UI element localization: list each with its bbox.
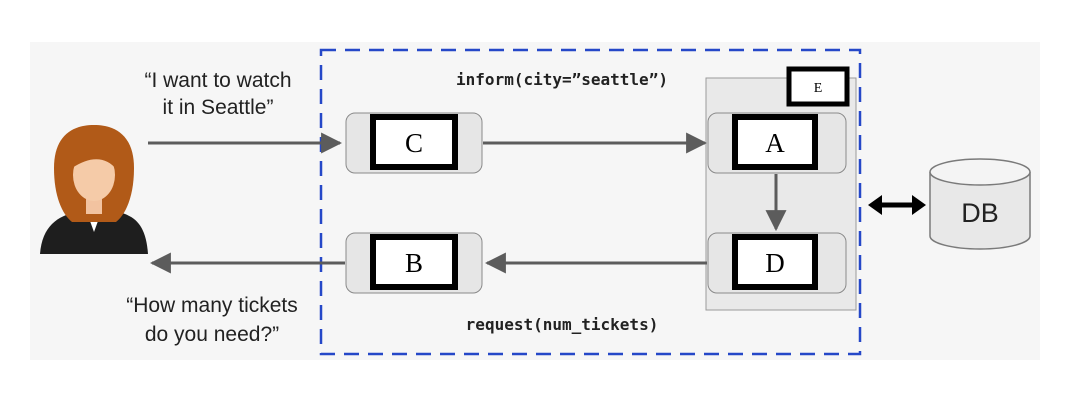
user-utterance-line2: it in Seattle” <box>163 96 274 119</box>
db-bidirectional-arrow <box>868 195 926 215</box>
module-c-label: C <box>405 128 423 158</box>
module-b-label-box <box>370 234 458 290</box>
module-a-label-box <box>732 114 818 170</box>
database-icon <box>929 158 1031 250</box>
database-label: DB <box>961 198 999 228</box>
module-d-label: D <box>765 248 785 278</box>
request-act-label: request(num_tickets) <box>466 315 659 334</box>
system-utterance-line2: do you need?” <box>145 323 279 346</box>
module-b-label: B <box>405 248 423 278</box>
system-boundary <box>319 48 862 356</box>
system-utterance-line1: “How many tickets <box>126 294 298 317</box>
user-utterance-line1: “I want to watch <box>144 69 291 92</box>
inform-act-label: inform(city=”seattle”) <box>456 70 668 89</box>
user-avatar-icon <box>40 125 148 254</box>
module-a-label: A <box>765 128 785 158</box>
module-e-label: E <box>814 81 823 96</box>
background-panel <box>30 42 1040 360</box>
module-e-label-box <box>786 66 850 107</box>
module-c-label-box <box>370 114 458 170</box>
module-d-label-box <box>732 234 818 290</box>
